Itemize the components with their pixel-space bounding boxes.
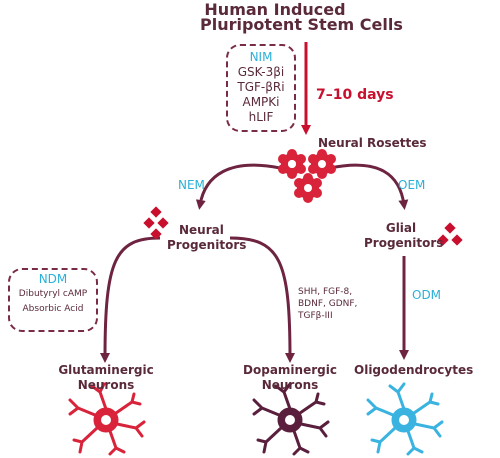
glial-progenitors-line1: Glial [385,221,417,235]
glutaminergic-neuron-icon [68,382,146,456]
dopaminergic-neuron-icon [252,382,330,456]
duration-label: 7–10 days [316,87,394,103]
neural-progenitor-diamonds-icon [143,206,169,240]
glial-progenitors-label: Glial Progenitors [364,221,444,251]
ndm-item: Dibutyryl cAMP [18,289,88,299]
ndm-title: NDM [38,272,68,286]
ndm-content: NDM Dibutyryl cAMP Absorbic Acid [10,272,96,317]
oem-label: OEM [398,178,426,192]
glutaminergic-line2: Neurons [77,378,135,392]
dopaminergic-factors: SHH, FGF-8, BDNF, GDNF, TGFβ-III [298,286,357,322]
neural-rosettes-label: Neural Rosettes [318,136,427,150]
dopaminergic-label: Dopaminergic Neurons [240,363,340,393]
odm-label: ODM [412,288,442,302]
stem-cells-line1: Human Induced [204,0,346,19]
ndm-box [8,268,98,332]
glutaminergic-label: Glutaminergic Neurons [56,363,156,393]
neural-rosettes-icon [278,149,336,203]
nim-item: GSK-3βi [237,65,285,79]
neural-progenitors-label: Neural Progenitors [167,223,246,253]
arrow-to-dopaminergic [229,236,295,363]
ndm-item: Absorbic Acid [22,304,84,314]
arrow-nem [195,163,281,210]
arrow-oem [329,163,409,210]
nim-title: NIM [249,50,273,64]
dopaminergic-line2: Neurons [261,378,319,392]
oligodendrocytes-label: Oligodendrocytes [354,363,474,377]
neural-progenitors-line2: Progenitors [167,238,247,252]
nim-box [226,44,296,132]
factor-item: SHH, FGF-8, [298,287,353,297]
stem-cells-line2: Pluripotent Stem Cells [200,15,403,34]
nem-label: NEM [178,178,205,192]
nim-item: TGF-βRi [237,80,285,94]
factor-item: BDNF, GDNF, [298,299,358,309]
factor-item: TGFβ-III [298,311,333,321]
dopaminergic-line1: Dopaminergic [243,363,337,377]
neural-progenitors-line1: Neural [179,223,224,237]
glial-progenitor-diamonds-icon [437,222,463,246]
nim-item: hLIF [248,110,274,124]
stem-cells-label: Human Induced Pluripotent Stem Cells [200,0,403,34]
oligodendrocyte-icon [366,382,444,456]
nim-item: AMPKi [242,95,280,109]
nim-content: NIM GSK-3βi TGF-βRi AMPKi hLIF [228,50,294,125]
glutaminergic-line1: Glutaminergic [58,363,154,377]
arrow-to-glutaminergic [100,236,161,363]
glial-progenitors-line2: Progenitors [364,236,444,250]
